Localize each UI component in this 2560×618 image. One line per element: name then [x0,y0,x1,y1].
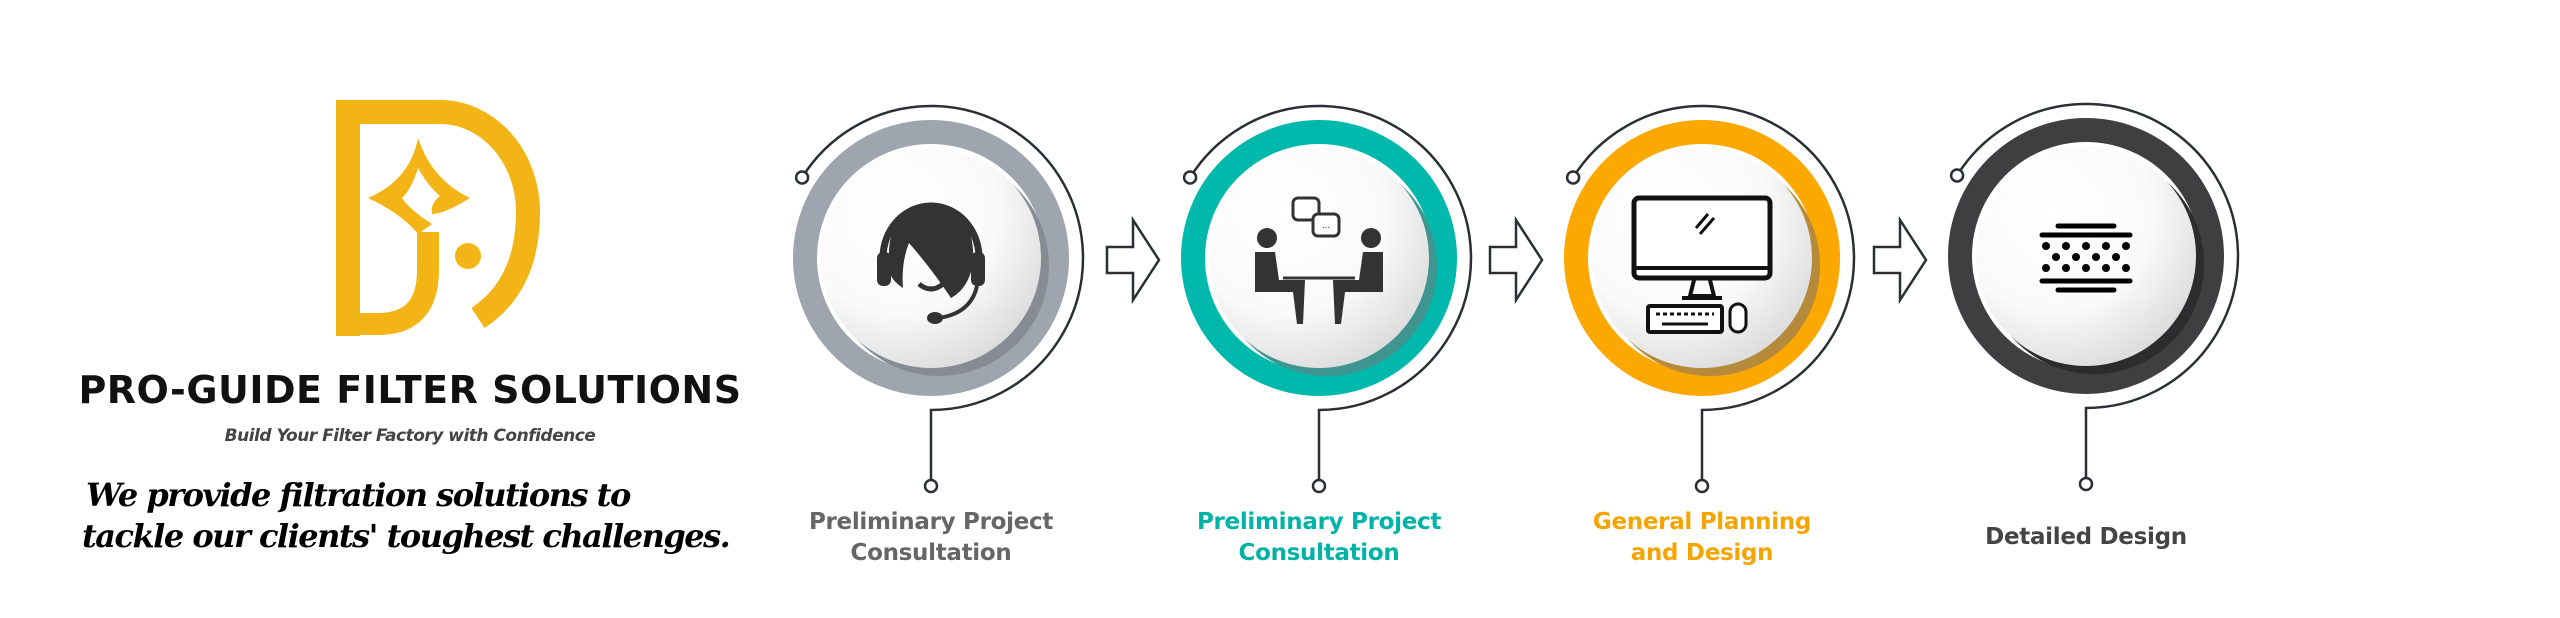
arrow-right-icon [1105,215,1161,305]
process-step-1 [793,104,1085,494]
meeting-icon: ... [1255,196,1383,324]
step-label-line: Detailed Design [1985,524,2187,550]
company-tagline: Build Your Filter Factory with Confidenc… [224,426,596,446]
connector-dot [1311,478,1327,494]
process-step-3 [1564,104,1856,494]
slogan-line-1: We provide filtration solutions to [86,476,631,514]
headset-icon [877,202,985,324]
process-step-4 [1948,102,2240,492]
step-disk [1976,146,2196,366]
step-ring [1948,118,2224,394]
connector-dot [923,478,939,494]
step-ring [1564,120,1840,396]
connector-dot [2078,476,2094,492]
connector-line [1572,104,1856,480]
connector-dot [1694,478,1710,494]
connector-dot [1182,170,1198,185]
step-label-4: Detailed Design [1926,522,2246,553]
step-label-line: Consultation [1238,540,1400,566]
step-label-line: Preliminary Project [1196,509,1442,535]
connector-dot [1949,168,1965,183]
step-disk [1209,148,1429,368]
connector-line [801,104,1085,480]
step-label-line: General Planning [1592,509,1812,535]
step-label-line: and Design [1630,540,1774,566]
step-label-3: General Planning and Design [1542,507,1862,569]
step-ring [793,120,1069,396]
computer-icon [1631,195,1773,334]
arrow-right-icon [1488,215,1544,305]
process-step-2: ... [1181,104,1473,494]
connector-line [1189,104,1473,480]
step-ring [1181,120,1457,396]
connector-dot [1565,170,1581,185]
logo-p-icon [336,100,541,336]
filter-media-icon [2039,223,2133,293]
svg-text:...: ... [1322,220,1330,231]
arrow-right-icon [1872,215,1928,305]
step-label-line: Preliminary Project [808,509,1054,535]
step-label-line: Consultation [850,540,1012,566]
connector-line [1956,102,2240,478]
slogan-line-2: tackle our clients' toughest challenges. [82,517,731,555]
connector-dot [794,170,810,185]
company-name: PRO-GUIDE FILTER SOLUTIONS [78,368,742,412]
